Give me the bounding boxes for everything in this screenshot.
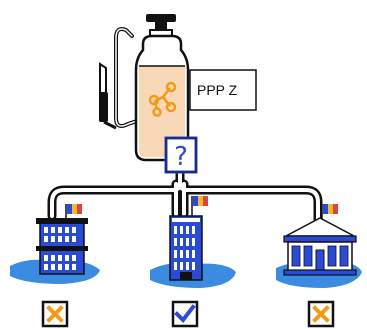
question-box: ?: [166, 138, 196, 172]
flag-icon: [322, 204, 338, 220]
tower-building: [150, 196, 236, 288]
status-badge-rejected: [43, 302, 67, 326]
status-badge-rejected: [309, 302, 333, 326]
sprayer-handle: [99, 92, 108, 122]
sprayer-label: PPP Z: [197, 82, 238, 98]
status-badge-approved: [173, 302, 197, 326]
flag-icon: [192, 196, 208, 216]
question-mark: ?: [174, 142, 188, 172]
